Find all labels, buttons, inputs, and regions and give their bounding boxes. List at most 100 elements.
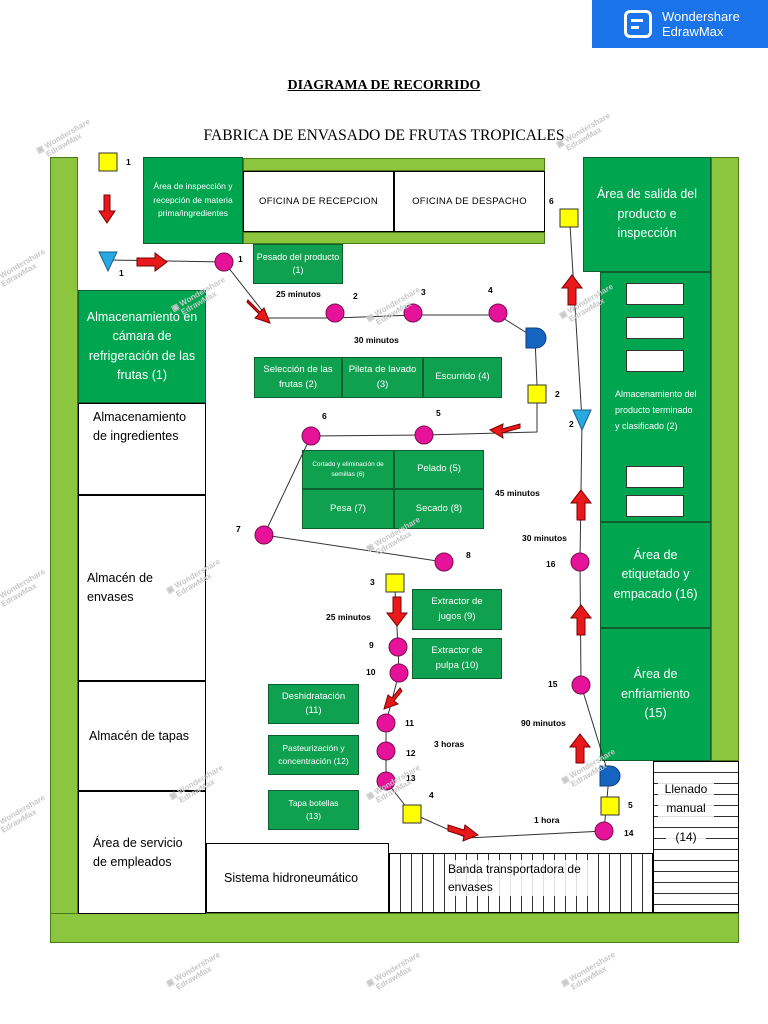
- storage-2: [572, 409, 592, 432]
- num-op-6: 6: [322, 411, 327, 421]
- brand-line2: EdrawMax: [662, 24, 724, 39]
- num-op-11: 11: [405, 718, 414, 728]
- box-pesado: Pesado del producto (1): [253, 244, 343, 284]
- brand-line1: Wondershare: [662, 9, 740, 24]
- box-cortado: Cortado y eliminación de semillas (6): [302, 450, 394, 489]
- num-insp-6: 6: [549, 196, 554, 206]
- office-recepcion: OFICINA DE RECEPCION: [243, 171, 394, 232]
- time-7: 90 minutos: [521, 718, 566, 728]
- insp-6: [559, 208, 579, 228]
- flow-line-2: [263, 395, 538, 563]
- insp-1: [98, 152, 118, 172]
- wall-bottom: [50, 913, 739, 943]
- wall-top-strip-2: [243, 232, 545, 244]
- box-pelado: Pelado (5): [394, 450, 484, 489]
- room-enfriamiento: Área de enfriamiento (15): [600, 628, 711, 761]
- op-16: [570, 552, 590, 572]
- num-storage-1: 1: [119, 268, 124, 278]
- edraw-logo-icon: [624, 10, 652, 38]
- insp-3: [385, 573, 405, 593]
- arrow-down-2: [385, 596, 409, 627]
- op-11: [376, 713, 396, 733]
- num-insp-4: 4: [429, 790, 434, 800]
- shelf-1: [626, 283, 684, 305]
- room-banda: Banda transportadora de envases: [448, 860, 588, 896]
- flow-lines: [109, 224, 610, 839]
- operation-circles: [214, 252, 614, 841]
- box-escurrido: Escurrido (4): [423, 357, 502, 398]
- wall-left: [50, 157, 78, 914]
- wall-right: [711, 157, 739, 761]
- room-etiquetado: Área de etiquetado y empacado (16): [600, 522, 711, 628]
- box-pesa: Pesa (7): [302, 489, 394, 529]
- box-extractor-pulpa: Extractor de pulpa (10): [412, 638, 502, 679]
- box-seleccion: Selección de las frutas (2): [254, 357, 342, 398]
- arrow-right-2: [447, 824, 480, 842]
- box-pileta: Pileta de lavado (3): [342, 357, 423, 398]
- num-op-2: 2: [353, 291, 358, 301]
- room-inspeccion: Área de inspección y recepción de materi…: [143, 157, 243, 244]
- num-op-4: 4: [488, 285, 493, 295]
- op-3: [403, 303, 423, 323]
- insp-5: [600, 796, 620, 816]
- arrow-down-1: [98, 194, 116, 224]
- delay-symbols: [525, 327, 621, 787]
- op-15: [571, 675, 591, 695]
- op-8: [434, 552, 454, 572]
- arrow-diag-2: [383, 687, 403, 710]
- shelf-3: [626, 350, 684, 372]
- op-10: [389, 663, 409, 683]
- arrow-up-1: [568, 733, 592, 764]
- shelf-5: [626, 495, 684, 517]
- box-secado: Secado (8): [394, 489, 484, 529]
- room-envases: Almacén de envases: [78, 495, 206, 681]
- num-op-9: 9: [369, 640, 374, 650]
- num-storage-2: 2: [569, 419, 574, 429]
- arrow-diag-1: [246, 299, 271, 324]
- shelf-4: [626, 466, 684, 488]
- num-insp-2: 2: [555, 389, 560, 399]
- num-op-10: 10: [366, 667, 376, 677]
- room-tapas: Almacén de tapas: [78, 681, 206, 791]
- inspection-squares: [98, 152, 620, 824]
- page-subtitle: FABRICA DE ENVASADO DE FRUTAS TROPICALES: [203, 127, 565, 144]
- arrow-left-1: [488, 423, 521, 440]
- op-13: [376, 771, 396, 791]
- num-op-5: 5: [436, 408, 441, 418]
- delay-1: [525, 327, 547, 349]
- time-6: 1 hora: [534, 815, 560, 825]
- time-8: 30 minutos: [522, 533, 567, 543]
- num-op-3: 3: [421, 287, 426, 297]
- op-1: [214, 252, 234, 272]
- op-12: [376, 741, 396, 761]
- op-7: [254, 525, 274, 545]
- num-op-12: 12: [406, 748, 416, 758]
- num-op-13: 13: [406, 773, 416, 783]
- num-op-15: 15: [548, 679, 558, 689]
- op-2: [325, 303, 345, 323]
- arrow-right-1: [136, 252, 168, 272]
- time-3: 45 minutos: [495, 488, 540, 498]
- brand-logo: Wondershare EdrawMax: [592, 0, 768, 48]
- office-despacho: OFICINA DE DESPACHO: [394, 171, 545, 232]
- num-op-16: 16: [546, 559, 556, 569]
- num-insp-5: 5: [628, 800, 633, 810]
- num-insp-1: 1: [126, 157, 131, 167]
- arrow-up-2: [569, 604, 593, 636]
- num-insp-3: 3: [370, 577, 375, 587]
- num-op-7: 7: [236, 524, 241, 534]
- delay-2: [599, 765, 621, 787]
- time-1: 25 minutos: [276, 289, 321, 299]
- shelf-2: [626, 317, 684, 339]
- room-salida: Área de salida del producto e inspección: [583, 157, 711, 272]
- box-extractor-jugos: Extractor de jugos (9): [412, 589, 502, 630]
- num-op-14: 14: [624, 828, 634, 838]
- llenado-label-b: (14): [666, 830, 706, 844]
- arrow-up-3: [569, 489, 593, 521]
- arrow-up-4: [560, 274, 584, 306]
- flow-arrows: [98, 194, 593, 842]
- insp-2: [527, 384, 547, 404]
- num-op-1: 1: [238, 254, 243, 264]
- almacen-terminado-label: Almacenamiento del producto terminado y …: [615, 389, 697, 432]
- wall-top-strip-1: [243, 158, 545, 171]
